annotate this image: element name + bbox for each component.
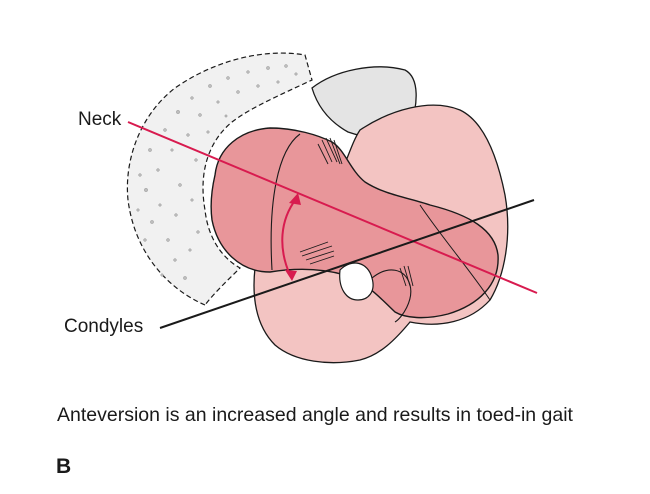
angle-arrowhead-bottom bbox=[285, 270, 297, 281]
femoral-head-neck bbox=[210, 127, 499, 319]
angle-arrowhead-top bbox=[289, 193, 301, 205]
pelvis-socket bbox=[126, 52, 313, 306]
anteversion-angle-arc bbox=[281, 198, 297, 276]
hatch-marks bbox=[299, 137, 414, 287]
condylar-axis-line bbox=[159, 199, 535, 329]
panel-letter: B bbox=[56, 455, 72, 478]
neck-label: Neck bbox=[78, 109, 122, 130]
intercondylar-notch bbox=[339, 262, 374, 301]
condyles-label: Condyles bbox=[64, 316, 144, 337]
figure-caption: Anteversion is an increased angle and re… bbox=[57, 404, 573, 426]
femoral-head-outline bbox=[270, 133, 301, 271]
pelvis-stipple bbox=[136, 64, 298, 280]
neck-axis-line bbox=[127, 121, 538, 294]
femur-shaft-line bbox=[419, 204, 491, 301]
